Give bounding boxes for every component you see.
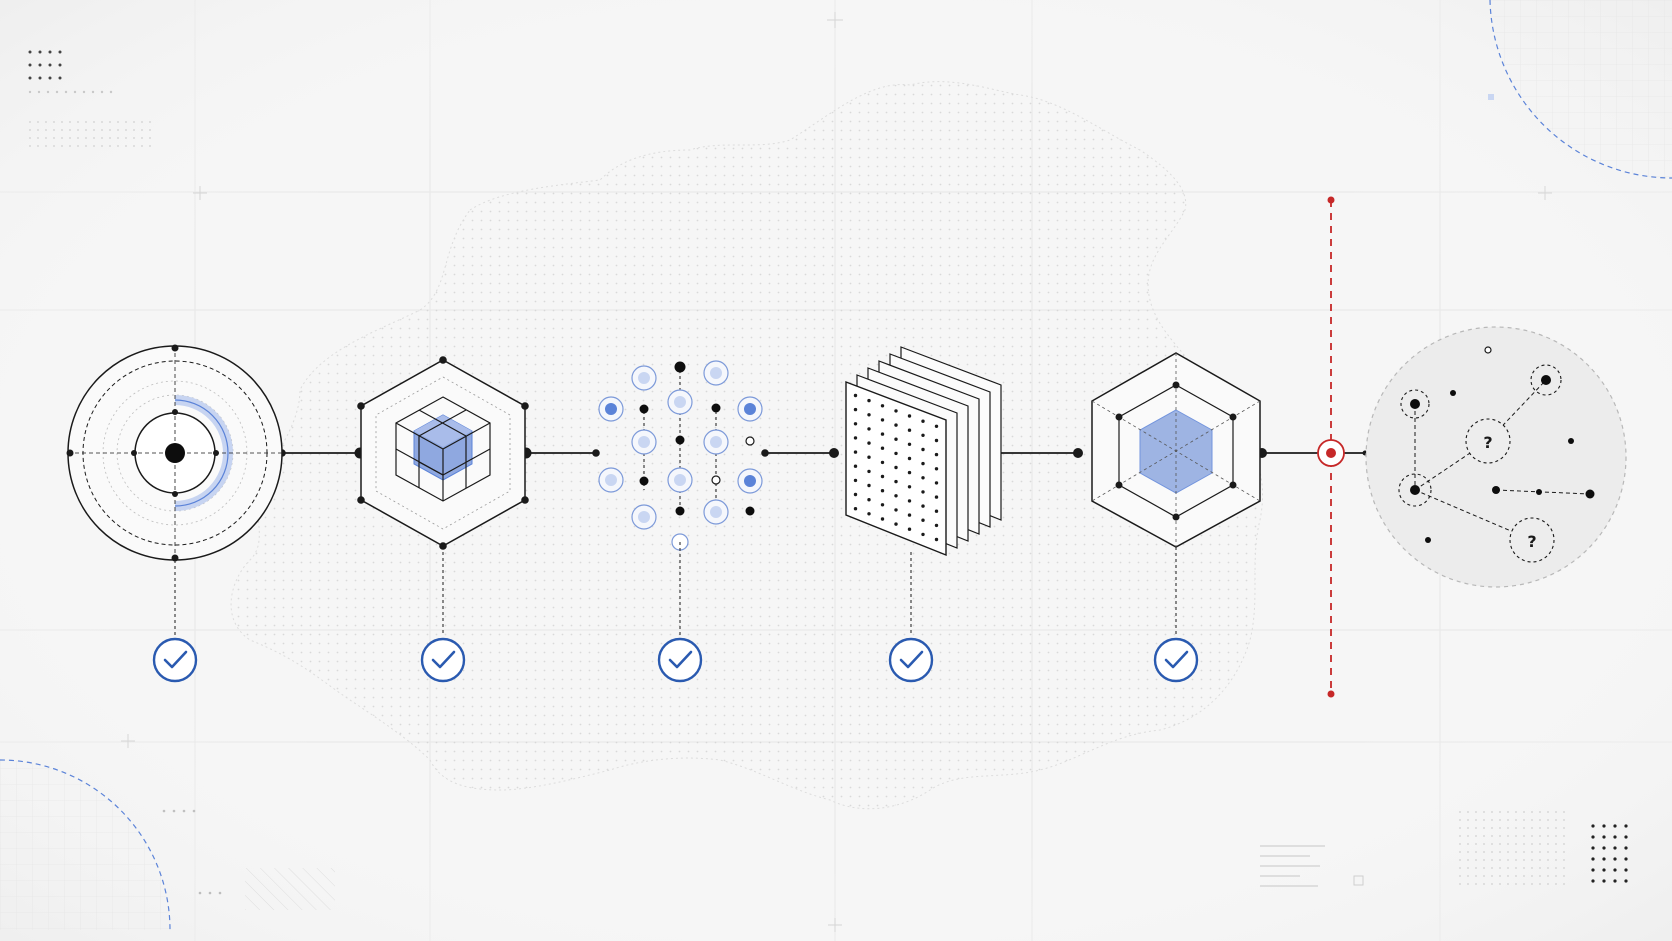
check-icon xyxy=(657,637,703,683)
target-icon xyxy=(66,344,283,562)
check-icon xyxy=(888,637,934,683)
question-mark-2: ? xyxy=(1527,532,1536,551)
check-icon xyxy=(1153,637,1199,683)
cube-lattice-icon xyxy=(357,356,529,550)
unknown-network: ? ? xyxy=(1365,326,1627,588)
question-mark-1: ? xyxy=(1483,433,1492,452)
hatch-patch xyxy=(245,868,335,910)
dot-matrix-decorations xyxy=(28,50,1628,895)
hexagon-core-icon xyxy=(1091,352,1261,548)
red-cutoff-line xyxy=(1317,196,1345,698)
check-icon xyxy=(420,637,466,683)
unknown-node-2 xyxy=(1509,517,1555,563)
corner-decoration-top-right xyxy=(1488,0,1672,179)
text-line-decoration xyxy=(1260,845,1325,887)
node-grid-icon xyxy=(598,360,763,551)
status-checks xyxy=(152,542,1199,683)
corner-decoration-bottom-left xyxy=(0,759,171,931)
unknown-node-1 xyxy=(1465,418,1511,464)
check-icon xyxy=(152,637,198,683)
layers-icon xyxy=(845,346,1002,557)
